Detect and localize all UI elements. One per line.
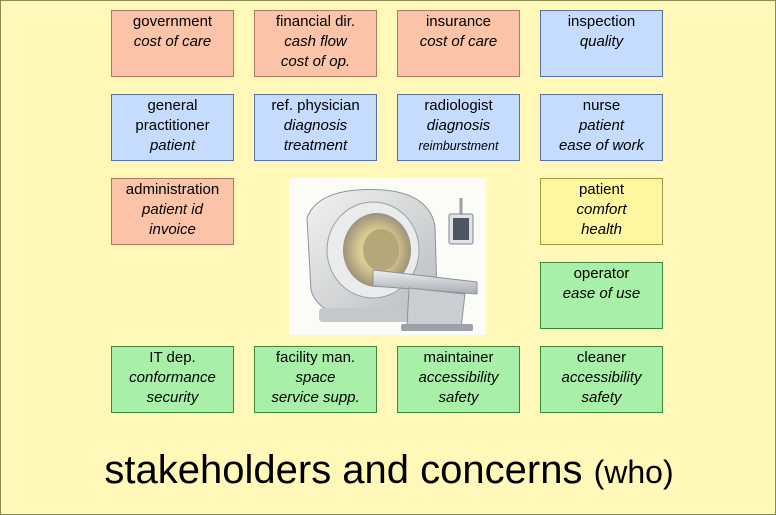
stakeholder-concern: patient: [578, 117, 625, 134]
stakeholder-concern: health: [581, 221, 622, 238]
stakeholder-title: inspection: [567, 13, 636, 30]
stakeholder-it-department: IT dep. conformance security: [111, 346, 234, 413]
stakeholder-title: facility man.: [275, 349, 356, 366]
stakeholder-concern: safety: [438, 389, 479, 406]
stakeholder-maintainer: maintainer accessibility safety: [397, 346, 520, 413]
stakeholder-concern: patient id: [142, 201, 203, 218]
stakeholder-concern: comfort: [576, 201, 627, 218]
stakeholder-title: ref. physician: [271, 97, 360, 114]
stakeholder-concern: cost of op.: [280, 53, 351, 70]
stakeholder-concern: cost of care: [133, 33, 212, 50]
stakeholder-concern: safety: [581, 389, 622, 406]
stakeholder-title: IT dep.: [149, 349, 196, 366]
stakeholder-concern: ease of work: [558, 137, 645, 154]
stakeholder-concern: quality: [579, 33, 624, 50]
stakeholder-title: cleaner: [576, 349, 627, 366]
stakeholder-inspection: inspection quality: [540, 10, 663, 77]
stakeholder-concern: diagnosis: [426, 117, 491, 134]
stakeholder-concern: accessibility: [561, 369, 642, 386]
stakeholder-administration: administration patient id invoice: [111, 178, 234, 245]
stakeholder-concern: invoice: [149, 221, 196, 238]
stakeholder-cleaner: cleaner accessibility safety: [540, 346, 663, 413]
stakeholder-referring-physician: ref. physician diagnosis treatment: [254, 94, 377, 161]
stakeholder-title: maintainer: [423, 349, 494, 366]
stakeholder-title: patient: [578, 181, 625, 198]
stakeholder-concern: space: [295, 369, 336, 386]
stakeholder-concern: cost of care: [419, 33, 498, 50]
stakeholder-concern: conformance: [129, 369, 216, 386]
stakeholder-concern: accessibility: [418, 369, 499, 386]
stakeholder-concern: ease of use: [562, 285, 641, 302]
stakeholder-title: practitioner: [135, 117, 210, 134]
stakeholder-concern: security: [146, 389, 199, 406]
mri-scanner-image: [289, 178, 486, 335]
stakeholder-patient: patient comfort health: [540, 178, 663, 245]
stakeholder-title: financial dir.: [275, 13, 356, 30]
stakeholder-general-practitioner: general practitioner patient: [111, 94, 234, 161]
caption-main: stakeholders and concerns: [104, 448, 583, 492]
stakeholder-concern: diagnosis: [283, 117, 348, 134]
stakeholder-concern: treatment: [283, 137, 348, 154]
stakeholder-title: operator: [573, 265, 630, 282]
stakeholder-radiologist: radiologist diagnosis reimburstment: [397, 94, 520, 161]
stakeholder-title: general: [147, 97, 198, 114]
caption-who: (who): [593, 454, 674, 490]
stakeholder-concern: reimburstment: [418, 139, 499, 153]
stakeholder-concern: patient: [149, 137, 196, 154]
stakeholder-concern: cash flow: [284, 33, 347, 50]
stakeholder-concern: service supp.: [271, 389, 360, 406]
stakeholder-insurance: insurance cost of care: [397, 10, 520, 77]
stakeholder-facility-manager: facility man. space service supp.: [254, 346, 377, 413]
stakeholder-operator: operator ease of use: [540, 262, 663, 329]
stakeholder-title: administration: [125, 181, 220, 198]
stakeholder-nurse: nurse patient ease of work: [540, 94, 663, 161]
slide-caption: stakeholders and concerns (who): [1, 446, 775, 496]
stakeholder-financial-director: financial dir. cash flow cost of op.: [254, 10, 377, 77]
stakeholder-government: government cost of care: [111, 10, 234, 77]
stakeholder-title: insurance: [425, 13, 492, 30]
stakeholder-title: radiologist: [424, 97, 493, 114]
stakeholder-title: government: [132, 13, 213, 30]
stakeholder-title: nurse: [582, 97, 621, 114]
